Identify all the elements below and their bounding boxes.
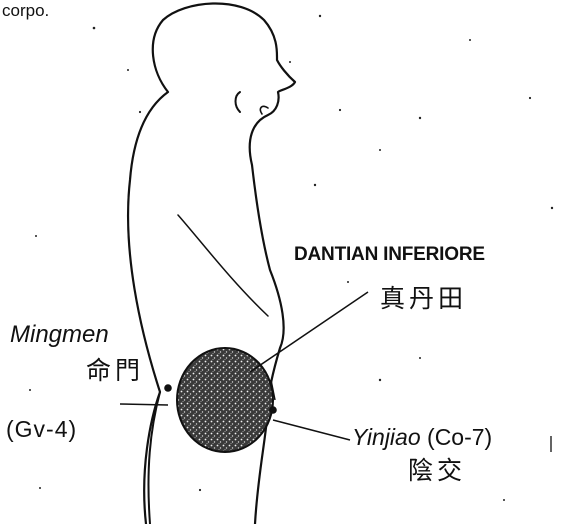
yinjiao-leader-line [273,420,350,440]
yinjiao-chinese-label: 陰交 [408,458,466,483]
yinjiao-code-label: (Co-7) [427,424,492,450]
arm-outline [178,215,268,316]
mingmen-point-icon [164,384,172,392]
chin-mark [260,106,268,114]
mingmen-chinese-label: 命門 [86,358,144,383]
mingmen-leader-line [120,404,168,405]
caption-fragment: corpo. [2,2,49,19]
mingmen-label: Mingmen [10,323,109,347]
yinjiao-label: Yinjiao [352,424,421,450]
yinjiao-label-group: Yinjiao (Co-7) [352,426,492,449]
dantian-chinese-label: 真丹田 [380,286,467,311]
ear-icon [236,92,241,112]
mingmen-code-label: (Gv-4) [6,418,77,441]
stippled-sphere-icon [177,348,273,452]
dantian-leader-line [250,292,368,372]
yinjiao-point-icon [269,406,277,414]
dantian-label: DANTIAN INFERIORE [294,245,485,264]
